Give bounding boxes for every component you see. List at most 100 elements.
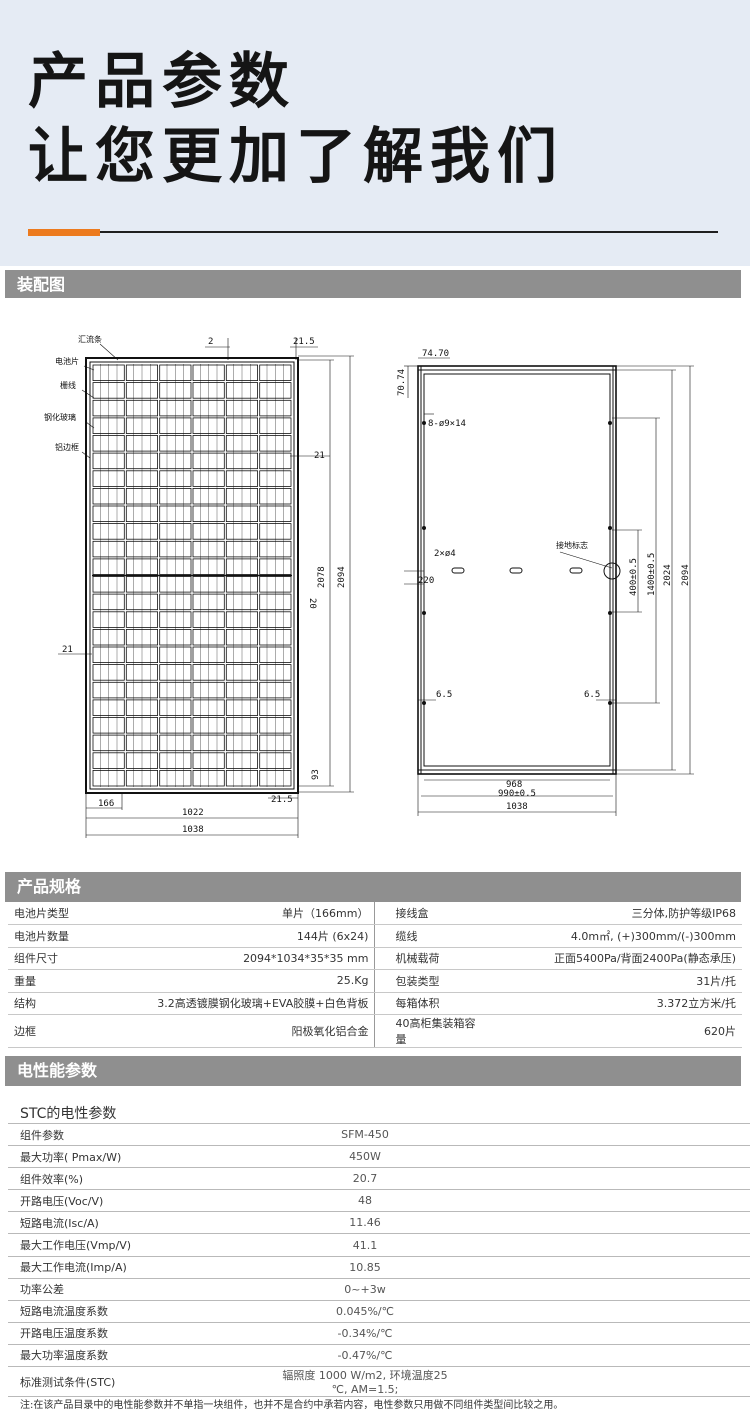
electrical-cell-k: 短路电流(Isc/A) bbox=[8, 1211, 268, 1234]
spec-cell-k1: 边框 bbox=[8, 1014, 104, 1048]
electrical-row: 组件效率(%)20.7 bbox=[8, 1167, 750, 1190]
electrical-cell-v: 41.1 bbox=[268, 1233, 750, 1257]
dim-2024: 2024 bbox=[663, 564, 673, 586]
spec-cell-v1: 2094*1034*35*35 mm bbox=[103, 947, 376, 970]
hero-title-line1: 产品参数 bbox=[28, 47, 296, 117]
stc-title: STC的电性参数 bbox=[20, 1106, 117, 1122]
dim-holes: 8-ø9×14 bbox=[428, 419, 466, 429]
spec-cell-v1: 144片 (6x24) bbox=[103, 924, 376, 948]
label-grid-line: 栅线 bbox=[60, 380, 76, 390]
dim-166: 166 bbox=[98, 799, 114, 809]
left-callouts: 汇流条 电池片 栅线 钢化玻璃 铝边框 2 21.5 21 bbox=[44, 334, 354, 838]
right-panel bbox=[417, 365, 621, 775]
electrical-cell-k: 开路电压(Voc/V) bbox=[8, 1189, 268, 1212]
spec-cell-v2: 3.372立方米/托 bbox=[485, 992, 742, 1015]
dim-holes-2: 2×ø4 bbox=[434, 549, 456, 559]
dim-1038-left: 1038 bbox=[182, 825, 204, 835]
spec-cell-k1: 结构 bbox=[8, 992, 104, 1015]
divider-line bbox=[100, 231, 718, 233]
electrical-cell-k: 最大工作电压(Vmp/V) bbox=[8, 1233, 268, 1257]
section-header-spec: 产品规格 bbox=[5, 872, 741, 902]
dim-21-5-top: 21.5 bbox=[293, 337, 315, 347]
dim-2094-right: 2094 bbox=[681, 564, 691, 586]
spec-cell-v1: 3.2高透镀膜钢化玻璃+EVA胶膜+白色背板 bbox=[103, 992, 376, 1015]
electrical-cell-v: -0.34%/℃ bbox=[268, 1321, 750, 1345]
electrical-cell-v: 10.85 bbox=[268, 1255, 750, 1279]
dim-21-left: 21 bbox=[62, 645, 73, 655]
spec-cell-k1: 重量 bbox=[8, 969, 104, 993]
electrical-cell-v: 11.46 bbox=[268, 1211, 750, 1234]
electrical-cell-k: 组件参数 bbox=[8, 1122, 268, 1146]
dim-220: 220 bbox=[418, 576, 434, 586]
label-tempered-glass: 钢化玻璃 bbox=[44, 412, 76, 422]
spec-cell-v2: 三分体,防护等级IP68 bbox=[485, 902, 742, 925]
electrical-row: 开路电压温度系数-0.34%/℃ bbox=[8, 1321, 750, 1345]
spec-cell-k2: 包装类型 bbox=[374, 969, 486, 993]
hero-title-line2: 让您更加了解我们 bbox=[28, 122, 564, 192]
spec-cell-k2: 接线盒 bbox=[374, 902, 486, 925]
electrical-row: 短路电流(Isc/A)11.46 bbox=[8, 1211, 750, 1234]
electrical-row: 开路电压(Voc/V)48 bbox=[8, 1189, 750, 1212]
spec-cell-k2: 40高柜集装箱容量 bbox=[374, 1014, 486, 1048]
electrical-cell-v: 48 bbox=[268, 1189, 750, 1212]
spec-row: 电池片类型单片（166mm）接线盒三分体,防护等级IP68 bbox=[8, 902, 742, 925]
footnote: 注:在该产品目录中的电性能参数并不单指一块组件，也并不是合约中承若内容，电性参数… bbox=[20, 1400, 564, 1411]
spec-cell-k2: 每箱体积 bbox=[374, 992, 486, 1015]
accent-bar bbox=[28, 229, 100, 236]
electrical-cell-v: SFM-450 bbox=[268, 1122, 750, 1146]
electrical-cell-v: 0~+3w bbox=[268, 1277, 750, 1301]
electrical-cell-k: 开路电压温度系数 bbox=[8, 1321, 268, 1345]
spec-cell-v2: 620片 bbox=[485, 1014, 742, 1048]
electrical-row: 最大功率( Pmax/W)450W bbox=[8, 1145, 750, 1168]
assembly-svg: 汇流条 电池片 栅线 钢化玻璃 铝边框 2 21.5 21 bbox=[44, 334, 694, 838]
spec-cell-k1: 电池片数量 bbox=[8, 924, 104, 948]
electrical-cell-v: 20.7 bbox=[268, 1167, 750, 1190]
dim-2094-left: 2094 bbox=[337, 566, 347, 588]
section-header-electrical: 电性能参数 bbox=[5, 1056, 741, 1086]
spec-cell-v2: 正面5400Pa/背面2400Pa(静态承压) bbox=[485, 947, 742, 970]
dim-400: 400±0.5 bbox=[629, 558, 639, 596]
dim-20: 20 bbox=[307, 598, 317, 609]
spec-cell-v1: 25.Kg bbox=[103, 969, 376, 993]
spec-cell-v2: 4.0m㎡, (+)300mm/(-)300mm bbox=[485, 924, 742, 948]
spec-cell-v2: 31片/托 bbox=[485, 969, 742, 993]
right-dims: 74.70 70.74 8-ø9×14 2×ø4 220 接地标志 400±0.… bbox=[397, 349, 694, 816]
dim-2078: 2078 bbox=[317, 566, 327, 588]
dim-1022: 1022 bbox=[182, 808, 204, 818]
electrical-row: 最大工作电压(Vmp/V)41.1 bbox=[8, 1233, 750, 1257]
electrical-cell-k: 标准测试条件(STC) bbox=[8, 1366, 268, 1398]
electrical-cell-k: 功率公差 bbox=[8, 1277, 268, 1301]
electrical-cell-v: 450W bbox=[268, 1145, 750, 1168]
electrical-row: 标准测试条件(STC)辐照度 1000 W/m2, 环境温度25 ℃, AM=1… bbox=[8, 1366, 750, 1398]
label-cell: 电池片 bbox=[55, 356, 79, 366]
dim-2: 2 bbox=[208, 337, 213, 347]
electrical-cell-v: 0.045%/℃ bbox=[268, 1299, 750, 1323]
label-bus-bar: 汇流条 bbox=[78, 334, 102, 344]
dim-1400: 1400±0.5 bbox=[647, 553, 657, 596]
spec-cell-v1: 单片（166mm） bbox=[103, 902, 376, 925]
electrical-cell-v: 辐照度 1000 W/m2, 环境温度25 ℃, AM=1.5; bbox=[268, 1366, 750, 1398]
electrical-cell-k: 短路电流温度系数 bbox=[8, 1299, 268, 1323]
dim-93: 93 bbox=[311, 769, 321, 780]
section-header-assembly: 装配图 bbox=[5, 270, 741, 300]
spec-cell-k2: 机械载荷 bbox=[374, 947, 486, 970]
spec-cell-k1: 组件尺寸 bbox=[8, 947, 104, 970]
dim-74-70: 74.70 bbox=[422, 349, 449, 359]
dim-968: 968 bbox=[506, 780, 522, 790]
hero-banner: 产品参数 让您更加了解我们 bbox=[0, 0, 750, 266]
spec-cell-v1: 阳极氧化铝合金 bbox=[103, 1014, 376, 1048]
assembly-drawing: 汇流条 电池片 栅线 钢化玻璃 铝边框 2 21.5 21 bbox=[0, 298, 750, 870]
spec-cell-k2: 缆线 bbox=[374, 924, 486, 948]
electrical-row: 最大工作电流(Imp/A)10.85 bbox=[8, 1255, 750, 1279]
dim-6-5-right: 6.5 bbox=[584, 690, 600, 700]
spec-cell-k1: 电池片类型 bbox=[8, 902, 104, 925]
